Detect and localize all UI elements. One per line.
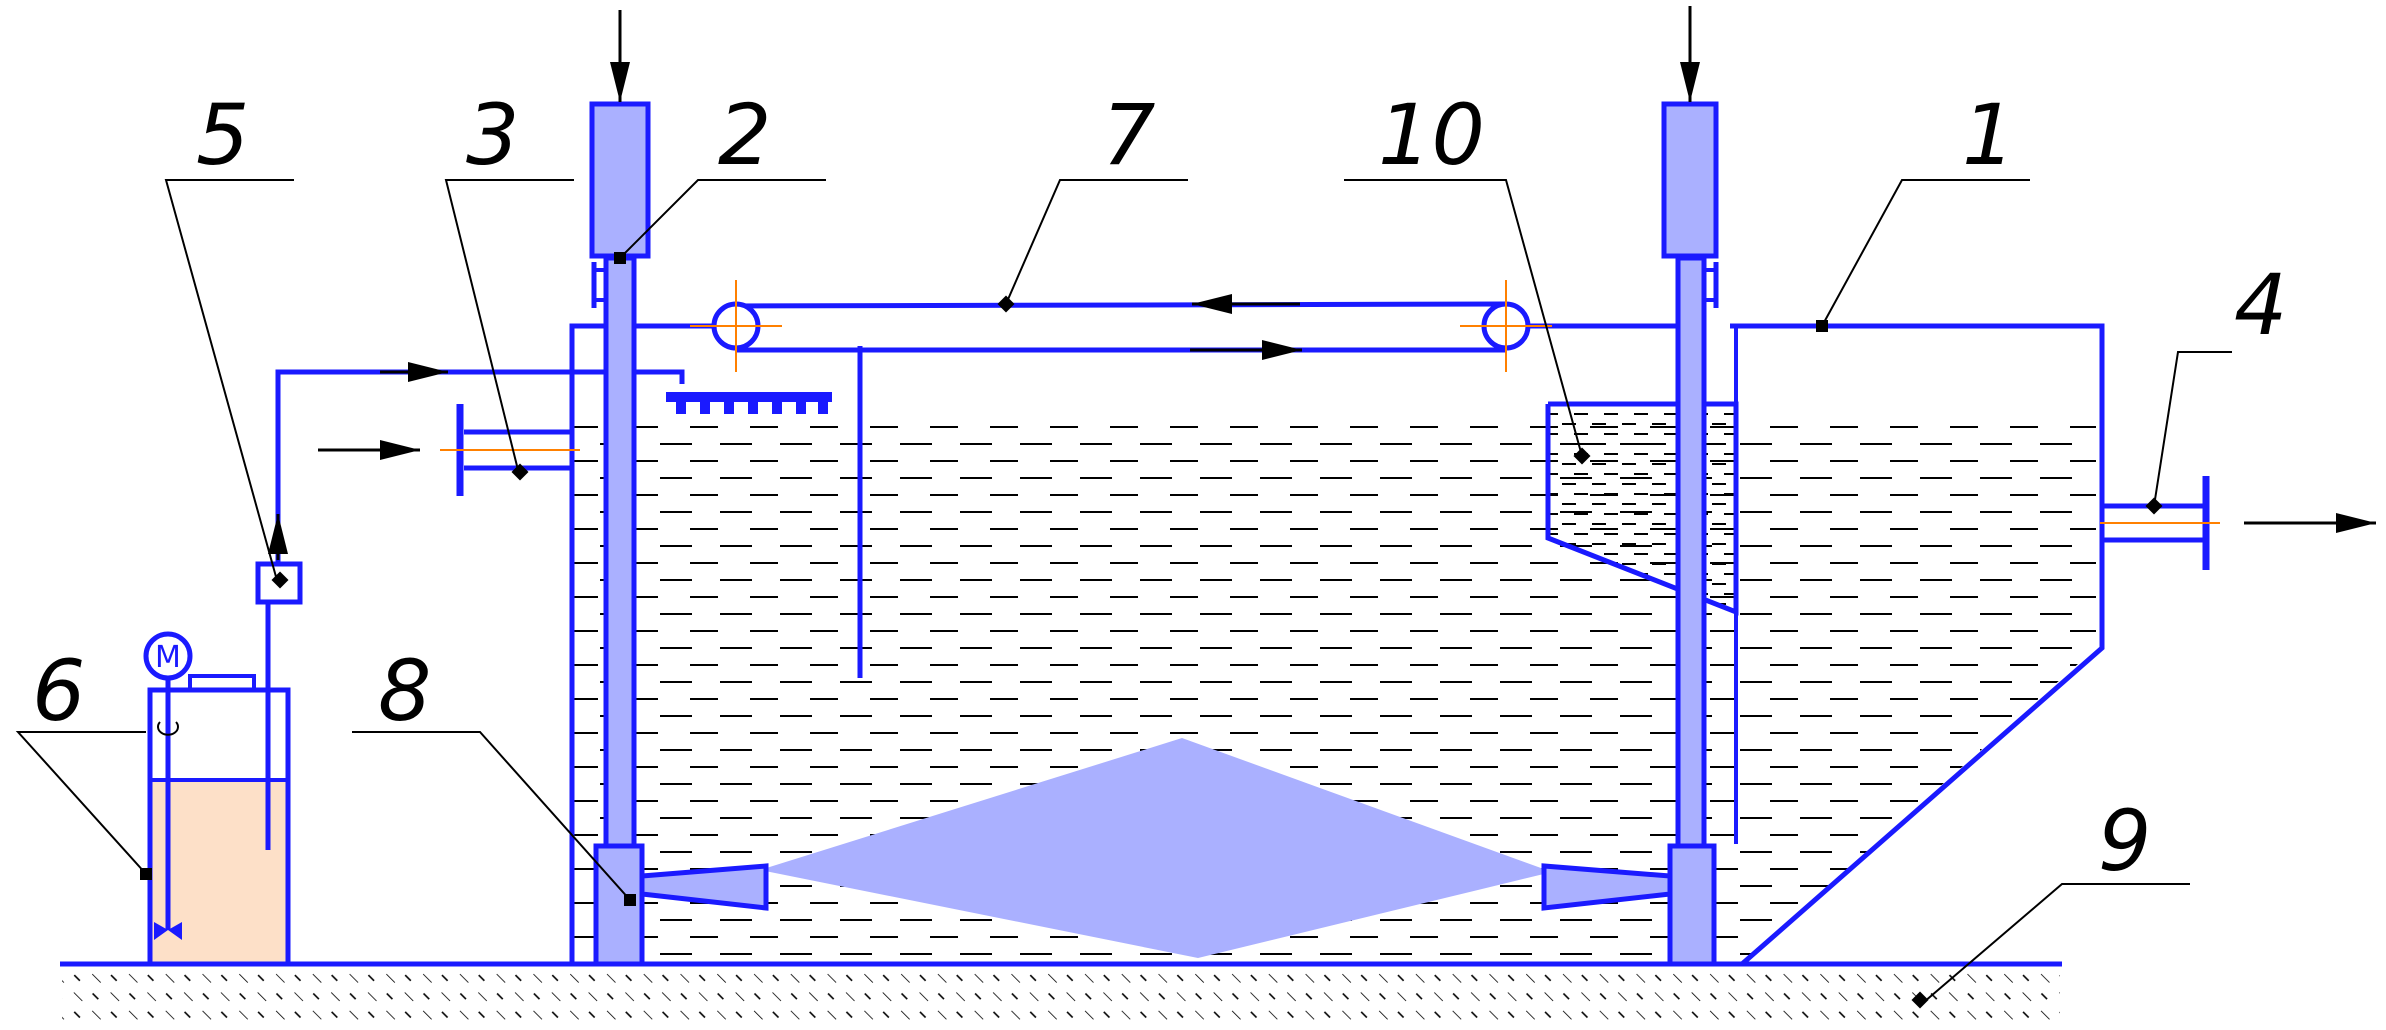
inlet-pipe (318, 404, 580, 496)
pulley-icon (1460, 280, 1552, 372)
left-nozzle (639, 863, 769, 911)
pulley-icon (690, 280, 782, 372)
outlet-pipe (2100, 476, 2376, 570)
callout-5: 5 (196, 86, 249, 184)
right-nozzle (1541, 863, 1673, 911)
left-head-tank (589, 101, 651, 259)
left-riser (589, 10, 769, 967)
motor-icon: M (143, 631, 193, 681)
motor-label: M (155, 640, 181, 675)
distributor (275, 362, 832, 484)
leader-dots (140, 252, 2163, 1009)
callout-10: 10 (1378, 86, 1485, 184)
callout-6: 6 (32, 642, 85, 740)
callout-8: 8 (378, 642, 431, 740)
callout-1: 1 (1962, 86, 2015, 184)
callout-7: 7 (1102, 86, 1155, 184)
callout-4: 4 (2234, 256, 2287, 354)
callout-3: 3 (466, 86, 519, 184)
callout-9: 9 (2098, 792, 2151, 890)
ground-hatch (62, 964, 2060, 1026)
right-head-tank (1661, 101, 1719, 259)
bubble-zone (760, 738, 1552, 958)
callout-labels: 5 3 2 7 10 1 4 6 8 9 (32, 86, 2287, 890)
stirrer-icon (154, 922, 182, 940)
reagent-tank: M (143, 484, 303, 967)
scraper-conveyor (620, 280, 1686, 372)
conveyor-top-belt (735, 301, 1507, 309)
ground (60, 961, 2062, 1026)
tank-left-wall (569, 323, 606, 964)
callout-2: 2 (718, 86, 771, 184)
leader-lines (15, 179, 2232, 1003)
tank-right-wall (1730, 323, 2105, 966)
right-riser (1541, 6, 1719, 967)
